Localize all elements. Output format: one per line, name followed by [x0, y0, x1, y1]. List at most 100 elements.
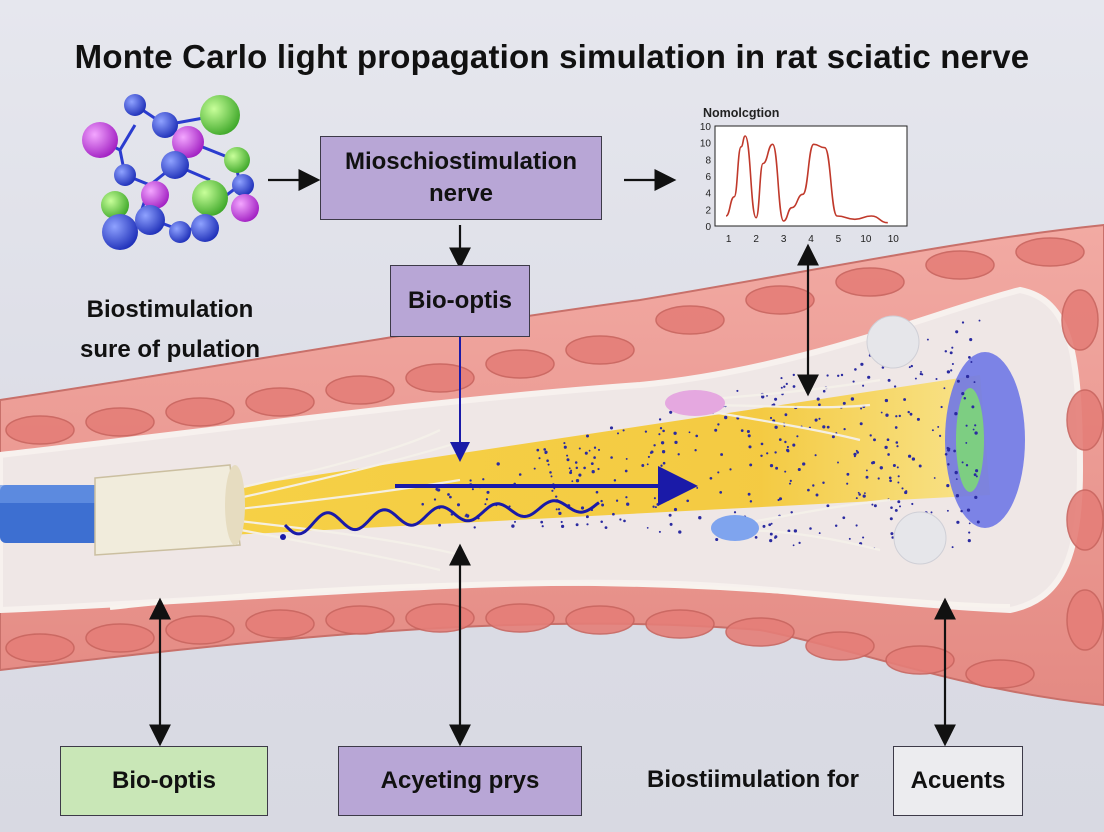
photon-dot: [956, 379, 960, 383]
photon-dot: [540, 520, 544, 524]
chart-y-tick-label: 2: [705, 205, 711, 216]
photon-dot: [822, 389, 826, 393]
photon-dot: [769, 532, 773, 536]
photon-dot: [818, 417, 821, 420]
photon-dot: [951, 546, 954, 549]
photon-dot: [578, 473, 582, 477]
photon-dot: [677, 453, 680, 456]
photon-dot: [784, 413, 788, 417]
photon-dot: [563, 445, 567, 449]
photon-dot: [881, 366, 885, 369]
photon-dot: [955, 494, 960, 498]
photon-dot: [783, 385, 786, 388]
photon-dot: [898, 505, 902, 508]
photon-dot: [747, 434, 751, 438]
photon-dot: [456, 503, 461, 507]
photon-dot: [543, 448, 547, 451]
photon-dot: [853, 452, 857, 456]
left-label-line-1: Biostimulation: [86, 296, 254, 323]
chart-y-tick-label: 8: [705, 155, 711, 166]
photon-dot: [926, 338, 929, 341]
photon-dot: [812, 484, 815, 487]
photon-dot: [575, 523, 579, 527]
photon-dot: [896, 466, 899, 469]
photon-dot: [949, 351, 953, 355]
photon-dot: [852, 380, 855, 383]
photon-dot: [749, 463, 753, 467]
photon-dot: [888, 476, 892, 480]
photon-dot: [715, 537, 719, 542]
photon-dot: [792, 544, 795, 547]
photon-dot: [511, 524, 515, 528]
photon-dot: [653, 444, 656, 447]
photon-dot: [897, 481, 900, 484]
photon-dot: [496, 462, 500, 466]
photon-dot: [911, 457, 916, 461]
photon-dot: [616, 432, 620, 435]
photon-dot: [586, 434, 589, 438]
photon-dot: [968, 356, 971, 359]
photon-dot: [678, 530, 682, 534]
photon-dot: [673, 431, 677, 435]
fiber-tip-pink: [665, 390, 725, 416]
chart-x-tick-label: 1: [726, 234, 732, 245]
photon-dot: [541, 525, 544, 528]
photon-dot: [809, 527, 812, 530]
photon-dot: [935, 377, 938, 381]
photon-dot: [887, 453, 890, 456]
photon-dot: [644, 430, 648, 433]
photon-dot: [865, 469, 868, 472]
photon-dot: [951, 346, 954, 349]
photon-dot: [784, 440, 787, 444]
photon-dot: [659, 427, 663, 430]
photon-wave-path: [283, 499, 600, 536]
photon-dot: [669, 522, 673, 526]
photon-dot: [904, 490, 908, 495]
photon-dot: [588, 449, 591, 452]
photon-dot: [613, 479, 617, 482]
photon-dot: [560, 520, 563, 524]
photon-dot: [574, 461, 578, 464]
photon-dot: [944, 452, 948, 456]
photon-dot: [807, 488, 810, 492]
photon-dot: [897, 500, 901, 504]
photon-dot: [931, 429, 934, 432]
photon-dot: [514, 520, 516, 523]
photon-dot: [775, 466, 779, 470]
photon-dot: [674, 440, 678, 445]
photon-dot: [778, 438, 782, 441]
photon-dot: [625, 457, 628, 460]
photon-dot: [884, 445, 888, 450]
photon-dot: [956, 520, 960, 524]
photon-dot: [818, 532, 821, 535]
photon-dot: [658, 530, 661, 533]
photon-dot: [842, 516, 846, 520]
photon-dot: [798, 541, 801, 545]
photon-dot: [846, 482, 849, 485]
photon-dot: [907, 454, 912, 458]
photon-dot: [660, 468, 664, 472]
photon-dot: [857, 491, 860, 494]
photon-dot: [641, 464, 645, 467]
photon-dot: [695, 434, 699, 438]
photon-dot: [485, 498, 489, 501]
photon-dot: [792, 385, 796, 388]
photon-dot: [846, 472, 850, 476]
photon-dot: [733, 511, 737, 514]
photon-dot: [873, 438, 876, 442]
mid-bio-optis-box: Bio-optis: [390, 265, 530, 337]
photon-dot: [822, 425, 826, 429]
photon-dot: [974, 431, 978, 435]
light-beam: [230, 352, 1025, 535]
photon-dot: [684, 487, 688, 491]
photon-dot: [976, 520, 980, 524]
photon-dot: [947, 463, 950, 466]
photon-dot: [843, 427, 846, 431]
photon-dot: [688, 431, 691, 434]
photon-dot: [961, 321, 965, 324]
photon-dot: [892, 463, 896, 468]
photon-dot: [955, 478, 958, 480]
photon-dot: [558, 511, 562, 516]
photon-dot: [887, 378, 891, 382]
